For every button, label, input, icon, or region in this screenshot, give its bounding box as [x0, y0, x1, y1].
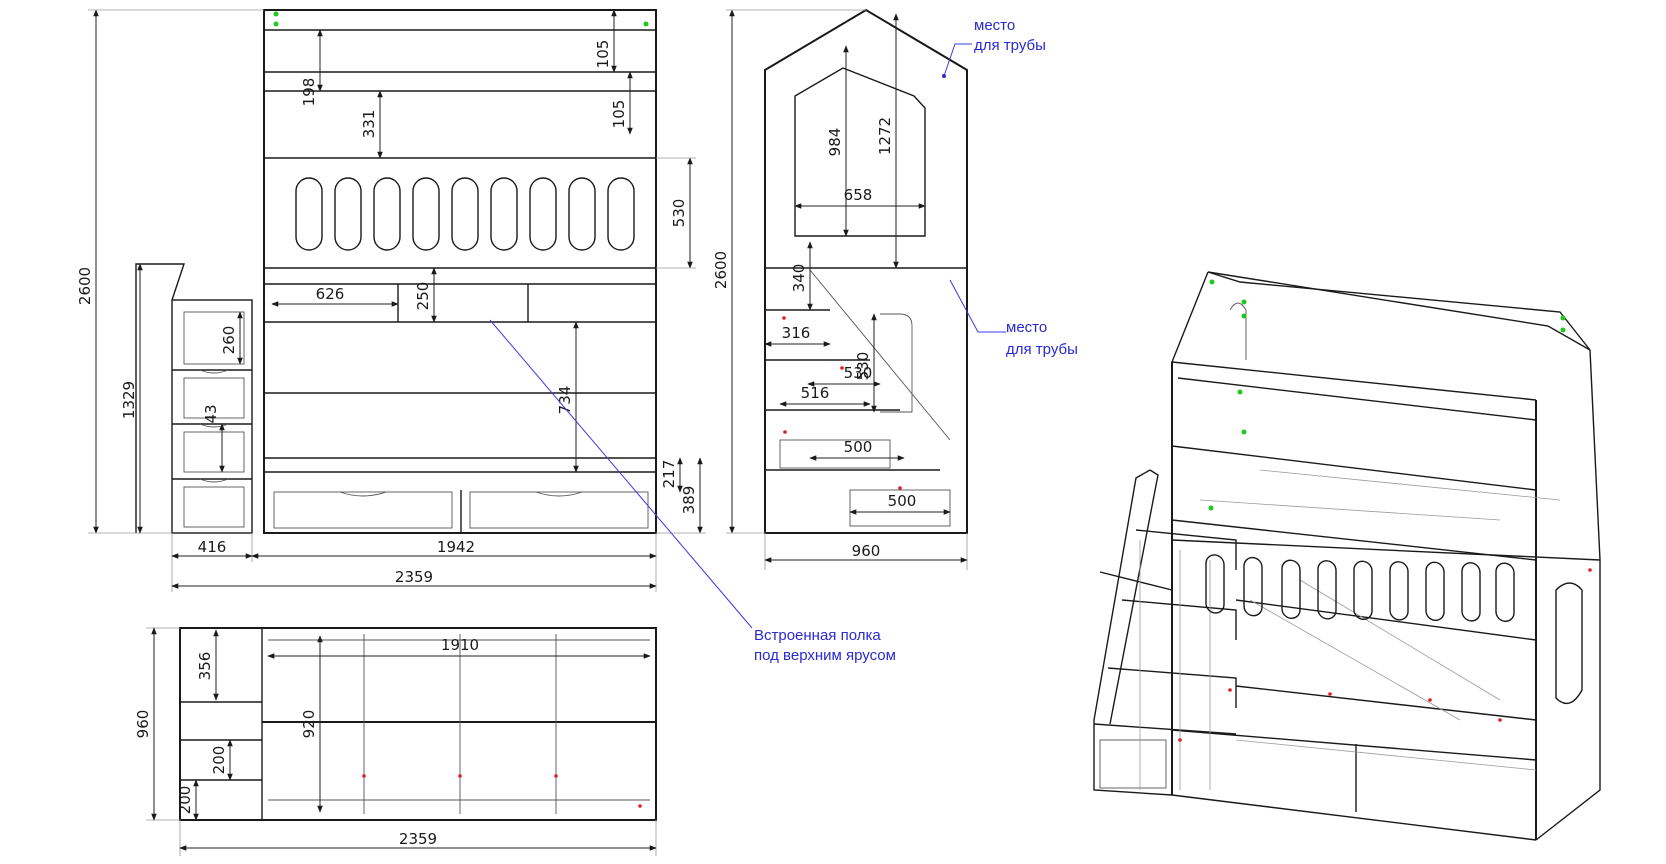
side-window — [794, 67, 926, 237]
dim-bed-width: 1942 — [437, 538, 475, 556]
note-shelf-1: Встроенная полка — [754, 627, 881, 644]
annotations: место для трубы место для трубы Встроенн… — [489, 17, 1078, 664]
note-pipe-top-2: для трубы — [974, 37, 1046, 54]
dim-step-200a: 200 — [210, 746, 228, 775]
dim-guard-height: 530 — [670, 199, 688, 228]
note-pipe-mid-2: для трубы — [1006, 341, 1078, 358]
isometric-view — [1093, 271, 1601, 841]
note-shelf-2: под верхним ярусом — [754, 647, 896, 664]
dim-overall-height: 2600 — [76, 267, 94, 305]
note-pipe-mid-1: место — [1006, 319, 1047, 336]
side-view: 2600 984 1272 658 340 316 530 530 516 50… — [712, 8, 968, 570]
dim-drawer-base: 389 — [680, 486, 698, 515]
dim-gap-340: 340 — [790, 264, 808, 293]
dim-window-width: 658 — [844, 186, 873, 204]
dim-step-a: 260 — [220, 326, 238, 355]
note-pipe-top-1: место — [974, 17, 1015, 34]
dim-total-width: 2359 — [395, 568, 433, 586]
dim-step-356: 356 — [196, 652, 214, 681]
dim-inner-length: 1910 — [441, 636, 479, 654]
dim-side-overall-height: 2600 — [712, 251, 730, 289]
dim-drawer-500b: 500 — [888, 492, 917, 510]
stair-rail — [135, 263, 185, 533]
top-view: 1910 920 960 356 200 200 2359 — [134, 627, 657, 856]
dim-step-200b: 200 — [176, 786, 194, 815]
dim-top-gap-b: 105 — [610, 100, 628, 129]
dim-inner-depth: 920 — [300, 710, 318, 739]
dim-drawer-top: 217 — [660, 460, 678, 489]
dim-depth-530a: 530 — [844, 364, 873, 382]
dim-lower-space: 734 — [556, 386, 574, 415]
dim-depth-530b: 530 — [854, 352, 872, 381]
dim-rail-drop: 331 — [360, 110, 378, 139]
guard-slots — [295, 177, 635, 251]
iso-guard-slots — [1205, 554, 1515, 622]
stair-unit — [171, 299, 253, 534]
dim-roof-outer: 1272 — [876, 117, 894, 155]
dim-stair-height: 1329 — [120, 381, 138, 419]
dim-upper-rail: 198 — [300, 78, 318, 107]
dim-shelf-width: 626 — [316, 285, 345, 303]
dim-shelf-height: 250 — [414, 282, 432, 311]
dim-top-gap-a: 105 — [594, 40, 612, 69]
top-outline — [179, 627, 657, 821]
dim-step-316: 316 — [782, 324, 811, 342]
dim-side-total-depth: 960 — [852, 542, 881, 560]
dim-roof-inner: 984 — [826, 128, 844, 157]
dim-step-b: 43 — [202, 404, 220, 423]
dim-drawer-500a: 500 — [844, 438, 873, 456]
side-house-outline — [764, 8, 968, 534]
dim-top-total-width: 2359 — [399, 830, 437, 848]
front-view: 2600 1329 198 331 105 105 530 626 250 73… — [76, 9, 706, 592]
dim-top-depth: 960 — [134, 710, 152, 739]
dim-step-516: 516 — [801, 384, 830, 402]
dim-stair-width: 416 — [198, 538, 227, 556]
bed-frame — [263, 9, 657, 534]
